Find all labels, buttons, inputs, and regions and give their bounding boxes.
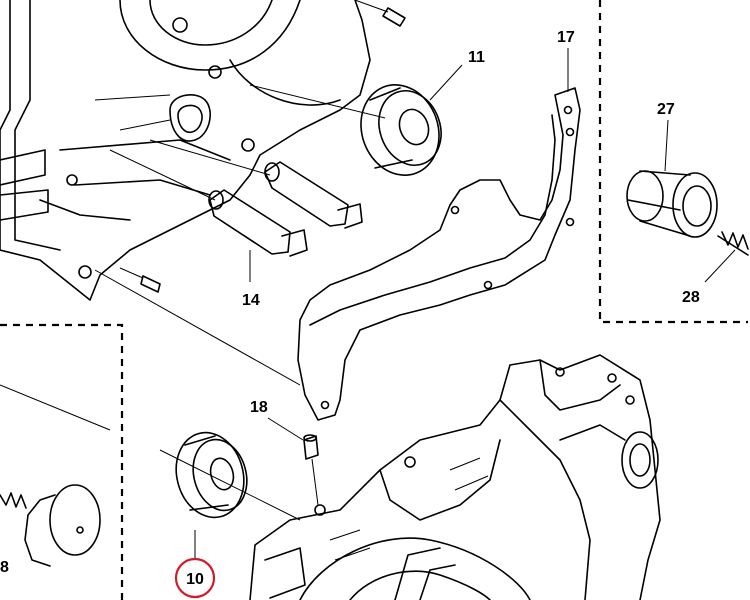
callout-27: 27 bbox=[657, 101, 675, 118]
bearing-11 bbox=[360, 64, 463, 176]
callout-10: 10 bbox=[186, 571, 204, 588]
gasket-17 bbox=[297, 48, 581, 421]
callout-28: 28 bbox=[682, 289, 700, 306]
callout-18: 18 bbox=[250, 399, 268, 416]
upper-crankcase-half bbox=[0, 0, 386, 386]
dowel-pin-top bbox=[354, 0, 406, 27]
callout-10-highlight-ring bbox=[174, 557, 216, 599]
dashed-group-box-left bbox=[0, 323, 124, 600]
callout-17: 17 bbox=[557, 29, 575, 46]
lower-crankcase-half bbox=[249, 354, 661, 600]
dashed-group-box-right bbox=[598, 0, 748, 324]
pin-14-upper bbox=[264, 161, 363, 229]
spring-28 bbox=[704, 231, 749, 283]
bushing-8 bbox=[0, 384, 111, 567]
dowel-pin-18 bbox=[267, 417, 319, 506]
dowel-pin-left bbox=[119, 267, 161, 293]
pin-14-lower bbox=[208, 189, 308, 282]
bushing-27 bbox=[626, 119, 718, 238]
callout-11: 11 bbox=[468, 49, 485, 66]
bearing-10 bbox=[159, 431, 301, 560]
callout-14: 14 bbox=[242, 292, 260, 309]
callout-8: 8 bbox=[0, 559, 9, 576]
